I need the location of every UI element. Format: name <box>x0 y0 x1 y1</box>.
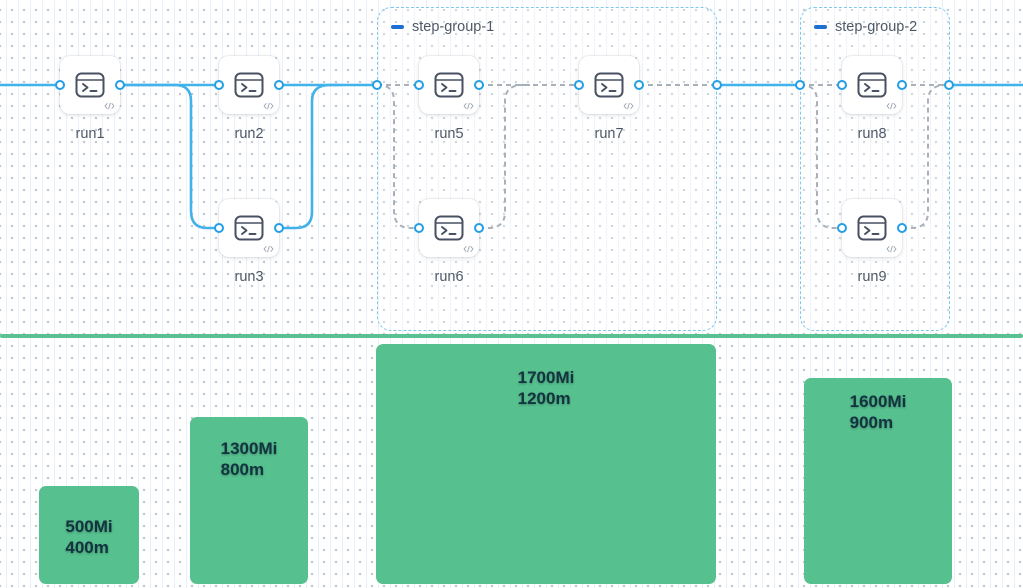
resource-bar-label: 1300Mi 800m <box>220 439 278 479</box>
node-label-run8: run8 <box>857 126 887 142</box>
port-group1-out[interactable] <box>711 79 722 90</box>
code-icon <box>463 245 474 253</box>
terminal-icon <box>434 72 464 98</box>
resource-bar-step-group-2: 1600Mi 900m <box>804 378 952 584</box>
node-label-run7: run7 <box>594 126 624 142</box>
step-group-2-header: step-group-2 <box>814 19 917 35</box>
terminal-icon <box>434 215 464 241</box>
edge-group2-run9 <box>800 84 842 229</box>
port-run3-out[interactable] <box>273 222 284 233</box>
edge-run3-merge <box>277 83 342 230</box>
node-run5[interactable] <box>419 56 479 114</box>
node-label-run2: run2 <box>234 126 264 142</box>
node-label-run3: run3 <box>234 269 264 285</box>
port-run5-in[interactable] <box>413 79 424 90</box>
node-run2[interactable] <box>219 56 279 114</box>
node-run7[interactable] <box>579 56 639 114</box>
code-icon <box>623 102 634 110</box>
node-label-run6: run6 <box>434 269 464 285</box>
edge-group1-run6 <box>377 84 419 229</box>
node-run6[interactable] <box>419 199 479 257</box>
collapse-minus-icon[interactable] <box>814 25 827 29</box>
port-run7-in[interactable] <box>573 79 584 90</box>
port-run3-in[interactable] <box>213 222 224 233</box>
node-label-run9: run9 <box>857 269 887 285</box>
port-run8-out[interactable] <box>896 79 907 90</box>
port-run6-in[interactable] <box>413 222 424 233</box>
code-icon <box>263 245 274 253</box>
port-run7-out[interactable] <box>633 79 644 90</box>
step-group-2-container[interactable]: step-group-2 <box>800 7 950 331</box>
resource-bar-label: 1700Mi 1200m <box>517 368 575 408</box>
edge-run9-group2exit <box>902 84 949 229</box>
resource-bar-label: 1600Mi 900m <box>849 392 907 432</box>
terminal-icon <box>594 72 624 98</box>
port-run2-out[interactable] <box>273 79 284 90</box>
edge-run1-run3 <box>118 83 221 230</box>
node-label-run5: run5 <box>434 126 464 142</box>
code-icon <box>886 245 897 253</box>
resource-bar-run1: 500Mi 400m <box>39 486 139 584</box>
step-group-label: step-group-2 <box>835 19 918 35</box>
resource-bar-run2-run3: 1300Mi 800m <box>190 417 308 584</box>
node-run3[interactable] <box>219 199 279 257</box>
terminal-icon <box>857 215 887 241</box>
collapse-minus-icon[interactable] <box>391 25 404 29</box>
edge-run6-merge <box>479 84 530 229</box>
code-icon <box>104 102 115 110</box>
node-run8[interactable] <box>842 56 902 114</box>
terminal-icon <box>234 72 264 98</box>
resource-bar-step-group-1: 1700Mi 1200m <box>376 344 716 584</box>
port-run9-in[interactable] <box>836 222 847 233</box>
port-run1-out[interactable] <box>114 79 125 90</box>
port-group2-out[interactable] <box>943 79 954 90</box>
port-run8-in[interactable] <box>836 79 847 90</box>
code-icon <box>463 102 474 110</box>
node-run1[interactable] <box>60 56 120 114</box>
code-icon <box>263 102 274 110</box>
port-run1-in[interactable] <box>54 79 65 90</box>
port-run5-out[interactable] <box>473 79 484 90</box>
port-run9-out[interactable] <box>896 222 907 233</box>
code-icon <box>886 102 897 110</box>
port-group1-in[interactable] <box>371 79 382 90</box>
divider-line <box>0 334 1023 338</box>
terminal-icon <box>75 72 105 98</box>
node-label-run1: run1 <box>75 126 105 142</box>
step-group-1-header: step-group-1 <box>391 19 494 35</box>
port-group2-in[interactable] <box>794 79 805 90</box>
step-group-label: step-group-1 <box>412 19 495 35</box>
terminal-icon <box>857 72 887 98</box>
resource-bar-label: 500Mi 400m <box>65 517 113 557</box>
port-run2-in[interactable] <box>213 79 224 90</box>
port-run6-out[interactable] <box>473 222 484 233</box>
node-run9[interactable] <box>842 199 902 257</box>
terminal-icon <box>234 215 264 241</box>
